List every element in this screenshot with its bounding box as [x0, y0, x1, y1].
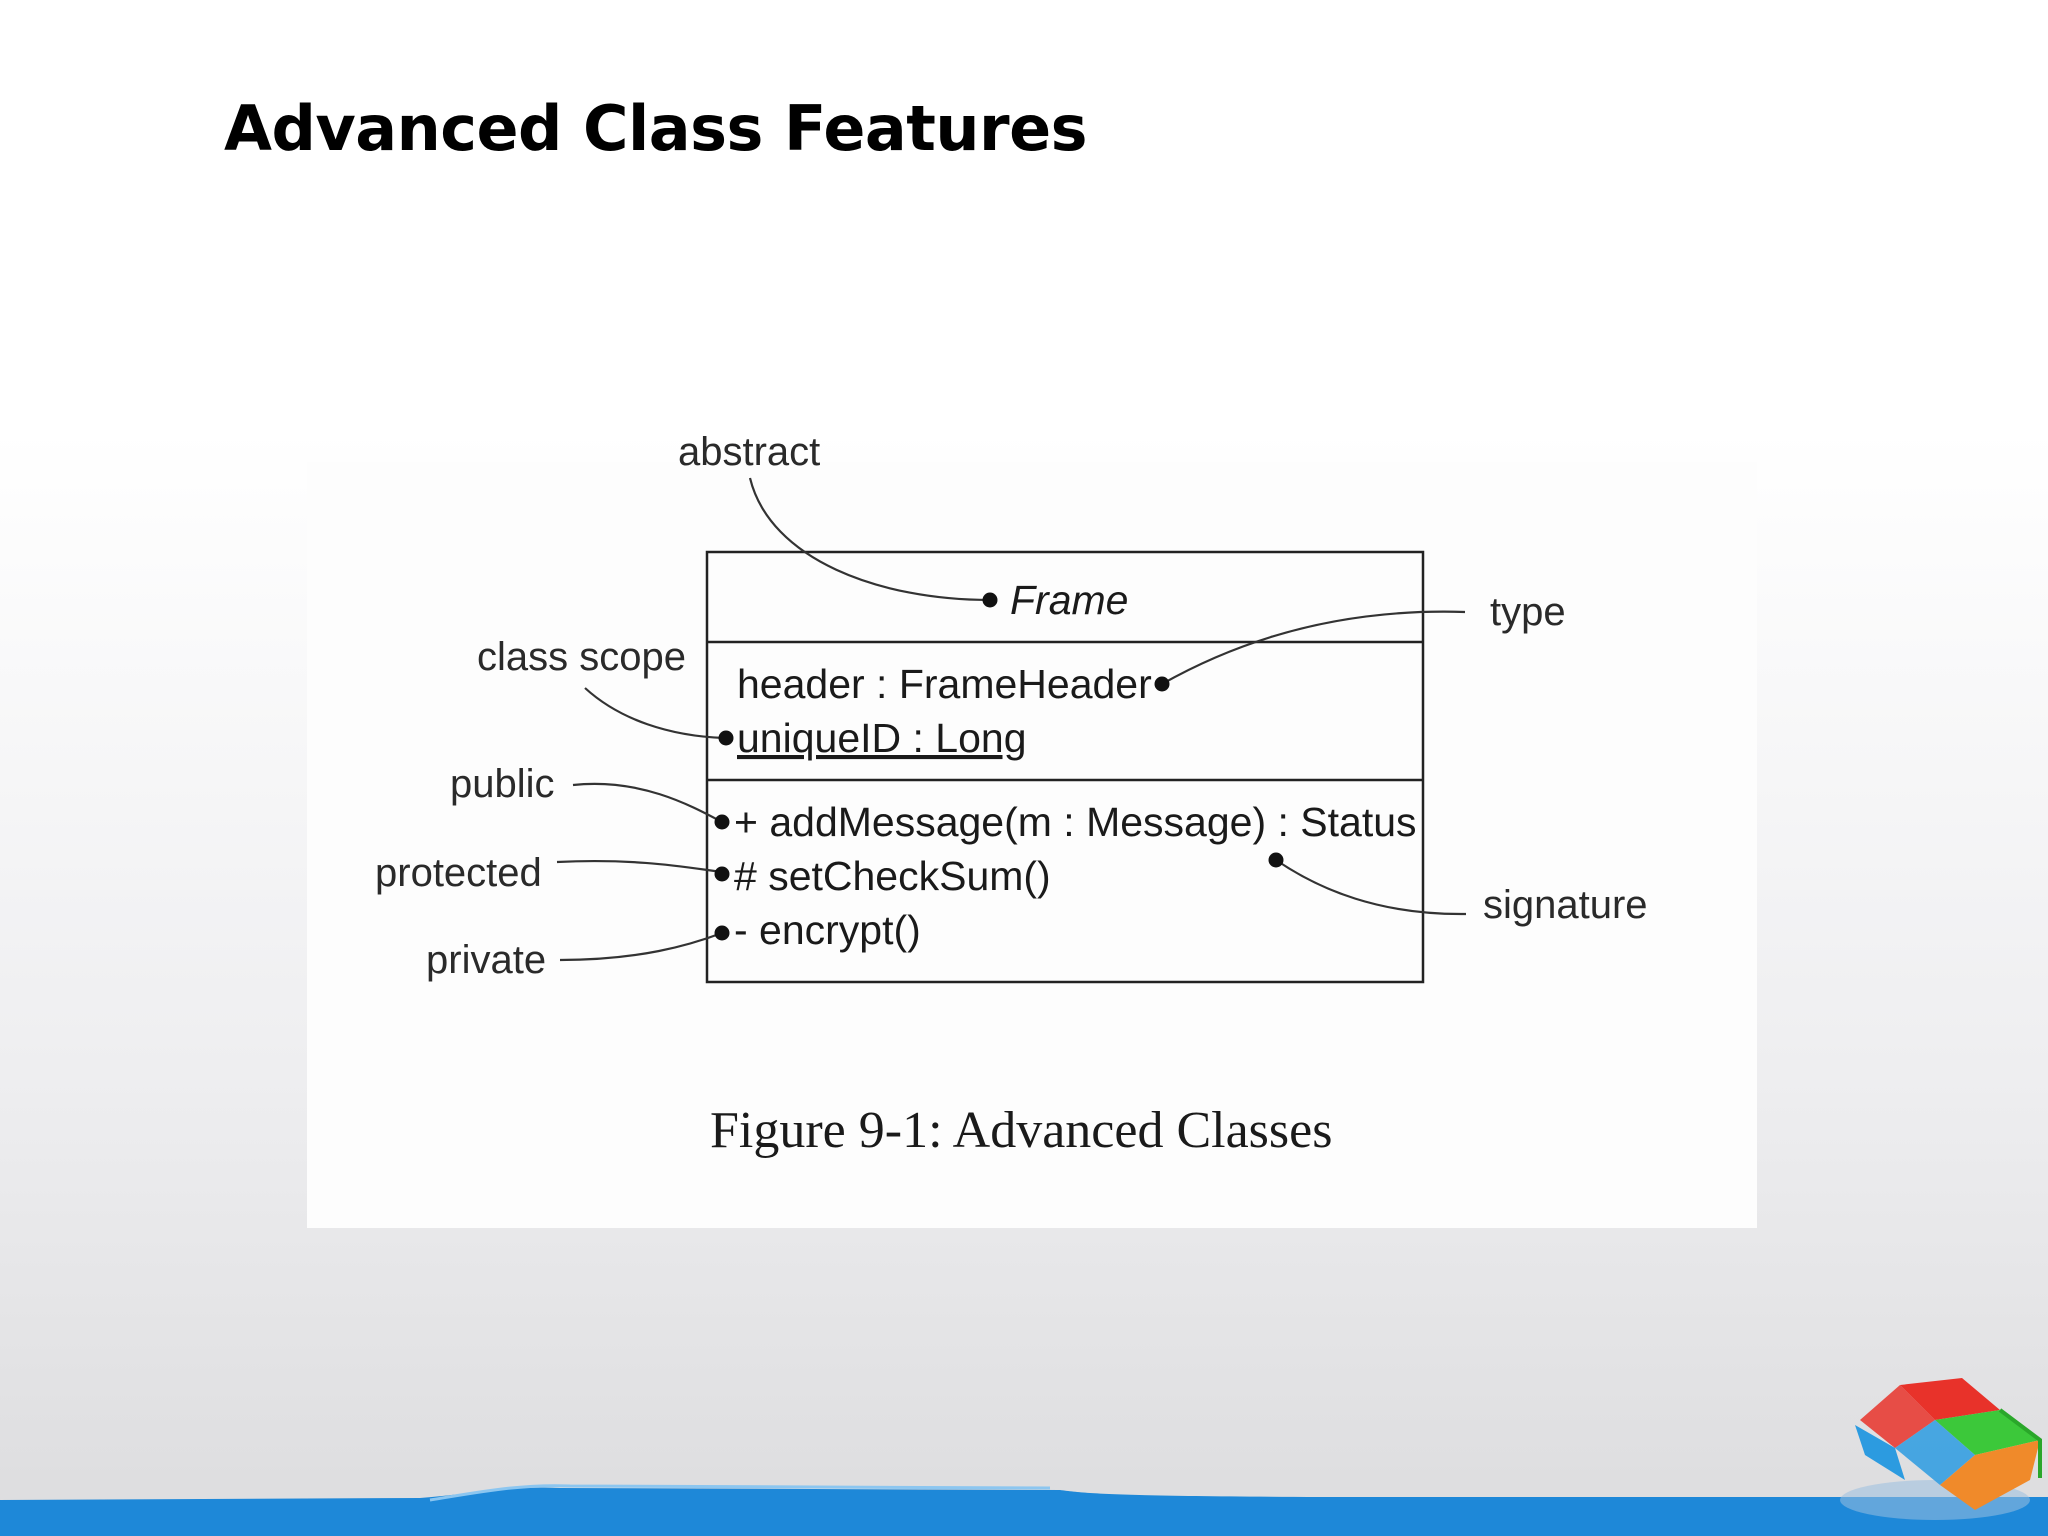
slide-title: Advanced Class Features — [224, 92, 1088, 165]
class-name: Frame — [1010, 577, 1128, 623]
dot-private — [714, 925, 730, 941]
figure-caption: Figure 9-1: Advanced Classes — [710, 1102, 1332, 1159]
label-class-scope: class scope — [477, 635, 686, 679]
dot-class-scope — [718, 730, 734, 746]
figure-panel — [307, 462, 1757, 1228]
attribute-header: header : FrameHeader — [737, 661, 1152, 707]
leader-public — [572, 782, 723, 823]
operation-addmessage: + addMessage(m : Message) : Status — [734, 799, 1417, 845]
leader-signature — [1275, 859, 1467, 916]
cube-logo — [1840, 1378, 2042, 1520]
dot-signature — [1268, 852, 1284, 868]
dot-protected — [714, 866, 730, 882]
attribute-uniqueid: uniqueID : Long — [737, 715, 1027, 761]
dot-abstract — [982, 592, 998, 608]
leader-protected — [556, 859, 723, 874]
dot-public — [714, 814, 730, 830]
label-private: private — [426, 938, 546, 982]
leader-class-scope — [584, 687, 725, 740]
label-public: public — [450, 762, 555, 806]
leader-private — [559, 931, 723, 962]
label-signature: signature — [1483, 883, 1648, 927]
footer-wave-highlight — [429, 1484, 1051, 1502]
leader-type — [1161, 610, 1466, 685]
operation-encrypt: - encrypt() — [734, 907, 921, 953]
class-box — [705, 550, 1425, 984]
label-abstract: abstract — [678, 430, 820, 474]
operation-setchecksum: # setCheckSum() — [734, 853, 1051, 899]
label-protected: protected — [375, 851, 542, 895]
leader-abstract — [748, 477, 991, 602]
footer-bar — [0, 1487, 2048, 1536]
label-type: type — [1490, 590, 1566, 634]
dot-type — [1154, 676, 1170, 692]
